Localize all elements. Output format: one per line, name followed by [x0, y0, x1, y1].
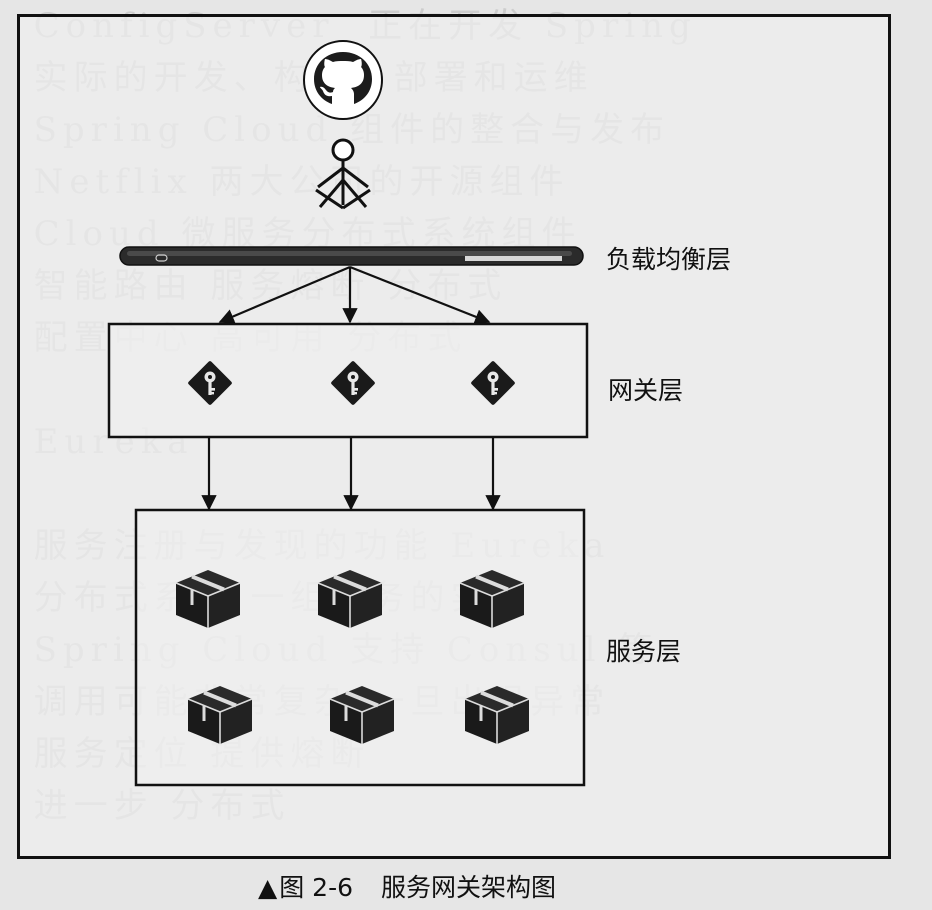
gateway-to-service-arrows	[201, 437, 501, 511]
github-octocat-icon	[303, 40, 383, 120]
caption-figure-number: 图 2-6	[279, 873, 354, 902]
service-layer-box	[134, 508, 586, 787]
figure-caption: ▲图 2-6 服务网关架构图	[258, 868, 570, 904]
load-balancer-bar	[119, 246, 584, 266]
stick-figure-user-icon	[315, 138, 371, 210]
service-layer-label: 服务层	[606, 637, 682, 666]
gateway-layer-label: 网关层	[608, 376, 684, 405]
lb-to-gateway-arrows	[218, 265, 491, 325]
caption-marker: ▲	[258, 873, 278, 902]
load-balancer-layer-label: 负载均衡层	[606, 245, 732, 274]
caption-title: 服务网关架构图	[381, 873, 557, 902]
